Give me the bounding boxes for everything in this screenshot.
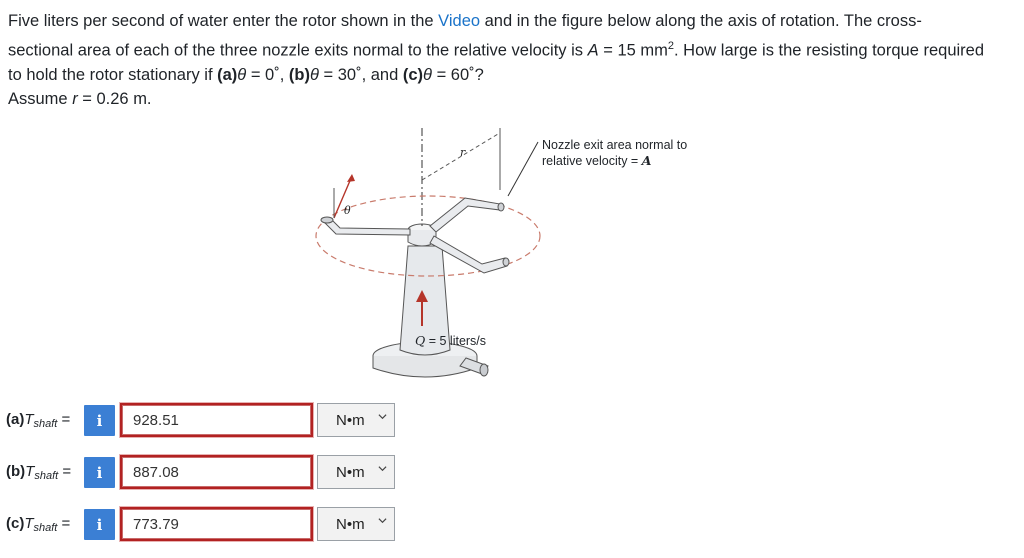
problem-text: = 0.26 m. <box>77 90 152 108</box>
part-c-label: (c) <box>402 65 424 84</box>
info-button[interactable]: i <box>84 405 115 436</box>
theta-value-c: = 60˚? <box>432 65 484 84</box>
nozzle-label-text: relative velocity = <box>542 154 642 168</box>
answer-part: (c) <box>6 515 25 532</box>
problem-text: Five liters per second of water enter th… <box>8 12 439 30</box>
answer-label-a: (a)Tshaft = <box>6 411 70 430</box>
unit-select-b[interactable]: N•m <box>317 455 395 489</box>
flow-value: = 5 liters/s <box>425 334 486 348</box>
inlet-pipe-end <box>479 363 489 377</box>
angle-label: θ <box>344 204 351 217</box>
problem-line-3: to hold the rotor stationary if (a)θ = 0… <box>8 63 1016 88</box>
nozzle-label-line-1: Nozzle exit area normal to <box>542 138 687 152</box>
info-button[interactable]: i <box>84 509 115 540</box>
unit-value: N•m <box>336 516 365 533</box>
problem-text: sectional area of each of the three nozz… <box>8 41 588 59</box>
area-exponent: 2 <box>667 39 675 52</box>
torque-subscript: shaft <box>33 418 58 430</box>
rotation-path <box>315 195 541 277</box>
radius-dimension <box>421 133 499 181</box>
chevron-down-icon <box>378 518 387 524</box>
theta-symbol: θ <box>237 65 247 84</box>
problem-line-4: Assume r = 0.26 m. <box>8 87 1016 112</box>
nozzle-label-leader <box>507 141 539 197</box>
answer-input-a[interactable] <box>120 403 313 437</box>
rotor-arm-left <box>323 217 411 236</box>
problem-statement: Five liters per second of water enter th… <box>8 9 1016 112</box>
answer-part: (a) <box>6 411 25 428</box>
problem-text: = 15 mm <box>598 41 668 59</box>
answer-input-b[interactable] <box>120 455 313 489</box>
theta-symbol: θ <box>309 65 319 84</box>
flow-label: Q = 5 liters/s <box>415 333 486 348</box>
problem-text: and in the figure below along the axis o… <box>480 12 922 30</box>
equals-sign: = <box>57 411 71 428</box>
radius-variable: r <box>72 90 78 108</box>
torque-subscript: shaft <box>34 470 59 482</box>
unit-value: N•m <box>336 412 365 429</box>
unit-select-a[interactable]: N•m <box>317 403 395 437</box>
area-variable: A <box>587 41 599 59</box>
problem-text: to hold the rotor stationary if <box>8 65 218 84</box>
nozzle-right <box>497 202 505 212</box>
answer-label-c: (c)Tshaft = <box>6 515 70 534</box>
answer-input-c[interactable] <box>120 507 313 541</box>
flow-arrowhead <box>416 290 428 302</box>
part-a-label: (a) <box>217 65 238 84</box>
rotor-arm-right <box>429 197 501 233</box>
problem-text: Assume <box>8 90 73 108</box>
nozzle-front <box>502 257 510 267</box>
rotor-figure: θ r Nozzle exit area normal to relative … <box>315 128 687 378</box>
video-link[interactable]: Video <box>438 12 481 30</box>
info-button[interactable]: i <box>84 457 115 488</box>
torque-symbol: T <box>24 411 34 428</box>
nozzle-label-variable: A <box>641 153 652 168</box>
unit-value: N•m <box>336 464 365 481</box>
unit-select-c[interactable]: N•m <box>317 507 395 541</box>
equals-sign: = <box>57 515 71 532</box>
torque-subscript: shaft <box>33 522 58 534</box>
torque-symbol: T <box>25 463 35 480</box>
chevron-down-icon <box>378 414 387 420</box>
torque-symbol: T <box>24 515 34 532</box>
nozzle-label-line-2: relative velocity = A <box>542 153 652 168</box>
problem-text: . How large is the resisting torque requ… <box>674 41 985 59</box>
problem-line-2: sectional area of each of the three nozz… <box>8 34 1016 63</box>
theta-value-a: = 0˚, <box>246 65 289 84</box>
chevron-down-icon <box>378 466 387 472</box>
answer-part: (b) <box>6 463 26 480</box>
flow-variable: Q <box>415 333 425 348</box>
radius-label: r <box>460 146 466 159</box>
nozzle-left <box>320 216 334 224</box>
equals-sign: = <box>58 463 72 480</box>
theta-value-b: = 30˚, and <box>318 65 403 84</box>
exit-velocity-arrow <box>333 175 353 219</box>
problem-line-1: Five liters per second of water enter th… <box>8 9 1016 34</box>
exit-velocity-arrowhead <box>347 174 355 182</box>
part-b-label: (b) <box>288 65 310 84</box>
theta-symbol: θ <box>423 65 432 84</box>
answer-label-b: (b)Tshaft = <box>6 463 71 482</box>
